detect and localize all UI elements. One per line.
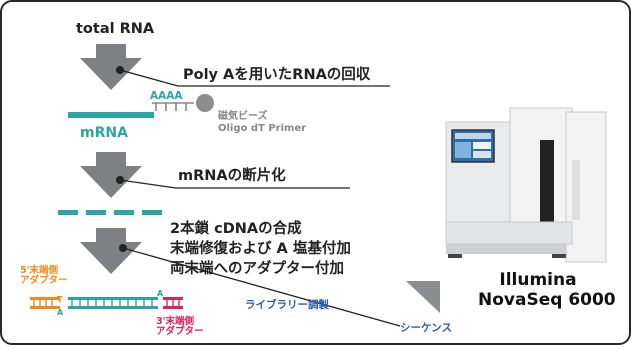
mrna-label: mRNA — [80, 125, 128, 141]
library-prep-label: ライブラリー調製 — [245, 299, 329, 311]
step-polya-capture: Poly Aを用いたRNAの回収 — [183, 67, 371, 83]
bead-label: 磁気ビーズ Oligo dT Primer — [218, 111, 307, 134]
mrna-fragments — [58, 210, 162, 215]
step-cdna-synthesis: 2本鎖 cDNAの合成 — [170, 221, 302, 237]
a-base-label-right: A — [157, 289, 164, 298]
down-arrow-2 — [80, 152, 142, 198]
step-fragmentation: mRNAの断片化 — [178, 168, 286, 184]
t-base-label: T — [57, 295, 63, 304]
step-end-repair: 末端修復および A 塩基付加 — [170, 241, 351, 257]
oligo-dt-primer — [152, 102, 194, 111]
sequencing-label: シーケンス — [400, 322, 452, 334]
instrument-label: Illumina NovaSeq 6000 — [478, 270, 616, 310]
mrna-strand — [68, 112, 154, 118]
down-arrow-1 — [80, 44, 142, 90]
sequencer-instrument — [445, 107, 607, 263]
magnetic-bead — [196, 94, 214, 112]
callout-lines — [115, 65, 401, 327]
adapter3-label: 3'末端側 アダプター — [156, 316, 204, 338]
adapter5-label: 5'末端側 アダプター — [20, 265, 68, 287]
a-base-label-left: A — [57, 308, 64, 317]
input-label: total RNA — [76, 21, 155, 37]
polya-label: AAAA — [150, 90, 183, 102]
sequencing-arrow — [406, 281, 440, 313]
library-fragment — [30, 297, 183, 309]
step-adapter-ligation: 両末端へのアダプター付加 — [170, 261, 344, 277]
